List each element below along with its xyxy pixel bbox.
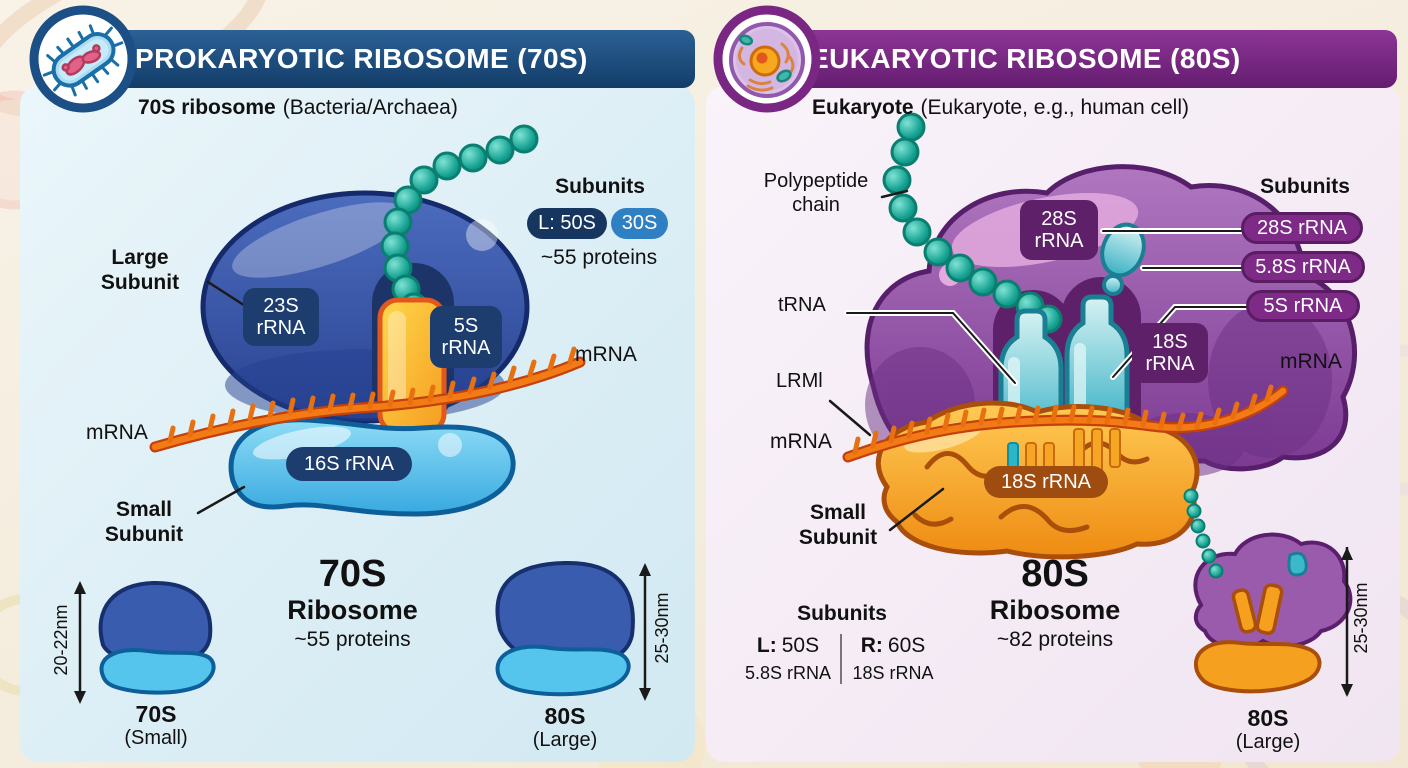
mrna-strand [149,346,586,453]
subunits-title: Subunits [555,175,645,198]
eukaryotic-cell-icon [712,4,822,114]
size-comparison-80s-shape [495,560,651,701]
mrna-strand [842,384,1289,463]
subunits-table-title: Subunits [797,602,887,625]
summary-80s-proteins: ~82 proteins [996,628,1114,651]
caption-80s-name-left: 80S [544,703,586,729]
rrna-18s-small-badge: 18S rRNA [984,466,1108,498]
eukaryote-header-bar: EUKARYOTIC RIBOSOME (80S) [740,30,1397,88]
caption-80s-name-right: 80S [1247,705,1289,731]
eukaryote-subtitle-bold: Eukaryote [812,96,914,119]
mrna-label-right: mRNA [575,343,637,366]
rrna-16s-badge: 16S rRNA [286,447,412,481]
right-rrna: 18S rRNA [852,663,934,683]
small-subunit-pill: 30S [611,208,668,239]
size-comparison-80s-shape [1183,488,1353,697]
mrna-label-left: mRNA [86,421,148,444]
subunits-table-left-col: L:50S 5.8S rRNA [736,634,840,684]
right-key: R: [860,634,883,657]
eukaryote-ribosome-diagram [828,112,1358,697]
subunits-table: Subunits L:50S 5.8S rRNA R:60S 18S rRNA [736,602,948,684]
left-rrna: 5.8S rRNA [744,663,832,683]
summary-80s-word: Ribosome [989,595,1121,625]
large-subunit-pill: L: 50S [527,208,607,239]
summary-70s-word: Ribosome [287,595,418,625]
prokaryote-subtitle-rest: (Bacteria/Archaea) [282,96,458,119]
caption-70s-name: 70S [135,701,177,727]
summary-80s-name: 80S [1021,553,1089,595]
large-subunit-label: Large Subunit [100,246,180,294]
dimension-25-30nm-left: 25-30nm [652,592,672,664]
trna-label: tRNA [778,294,826,316]
summary-70s-name: 70S [318,553,387,595]
polypeptide-chain-beads [380,124,539,322]
subunits-table-right-col: R:60S 18S rRNA [840,634,944,684]
rrna-5s-pill: 5S rRNA [1246,290,1360,322]
polypeptide-chain-label: Polypeptide chain [763,170,869,216]
prokaryote-subtitle: 70S ribosome (Bacteria/Archaea) [138,96,458,120]
left-key: L: [756,634,777,657]
small-subunit-label: Small Subunit [104,498,184,546]
bacterium-icon [28,4,138,114]
proteins-count-label: ~55 proteins [540,246,658,269]
rrna-58s-pill: 5.8S rRNA [1241,251,1365,283]
dimension-20-22nm: 20-22nm [51,604,71,676]
mrna-label-left: mRNA [770,430,832,453]
prokaryote-ribosome-diagram [74,124,651,704]
size-comparison-70s-shape [74,580,216,704]
rrna-23s-badge: 23S rRNA [243,288,319,346]
small-subunit-label: Small Subunit [798,501,878,549]
eukaryote-header-title: EUKARYOTIC RIBOSOME (80S) [810,43,1241,74]
prokaryote-subtitle-bold: 70S ribosome [138,96,276,119]
dimension-25-30nm-right: 25-30nm [1351,582,1371,654]
eukaryote-subtitle: Eukaryote (Eukaryote, e.g., human cell) [812,96,1189,120]
left-value: 50S [781,634,820,657]
rrna-18s-inner-badge: 18S rRNA [1132,323,1208,383]
lrml-label: LRMl [776,370,823,392]
rrna-28s-inner-badge: 28S rRNA [1020,200,1098,260]
prokaryote-header-bar: PROKARYOTIC RIBOSOME (70S) [55,30,695,88]
eukaryote-subtitle-rest: (Eukaryote, e.g., human cell) [920,96,1190,119]
caption-80s-variant-right: (Large) [1235,731,1301,753]
mrna-label-right: mRNA [1280,350,1342,373]
right-value: 60S [887,634,926,657]
caption-70s-variant: (Small) [124,727,188,749]
rrna-28s-pill: 28S rRNA [1241,212,1363,244]
prokaryote-header-title: PROKARYOTIC RIBOSOME (70S) [135,43,588,74]
subunits-title: Subunits [1260,175,1350,198]
summary-70s-proteins: ~55 proteins [294,628,411,651]
rrna-5s-badge: 5S rRNA [430,306,502,368]
caption-80s-variant-left: (Large) [532,729,598,751]
